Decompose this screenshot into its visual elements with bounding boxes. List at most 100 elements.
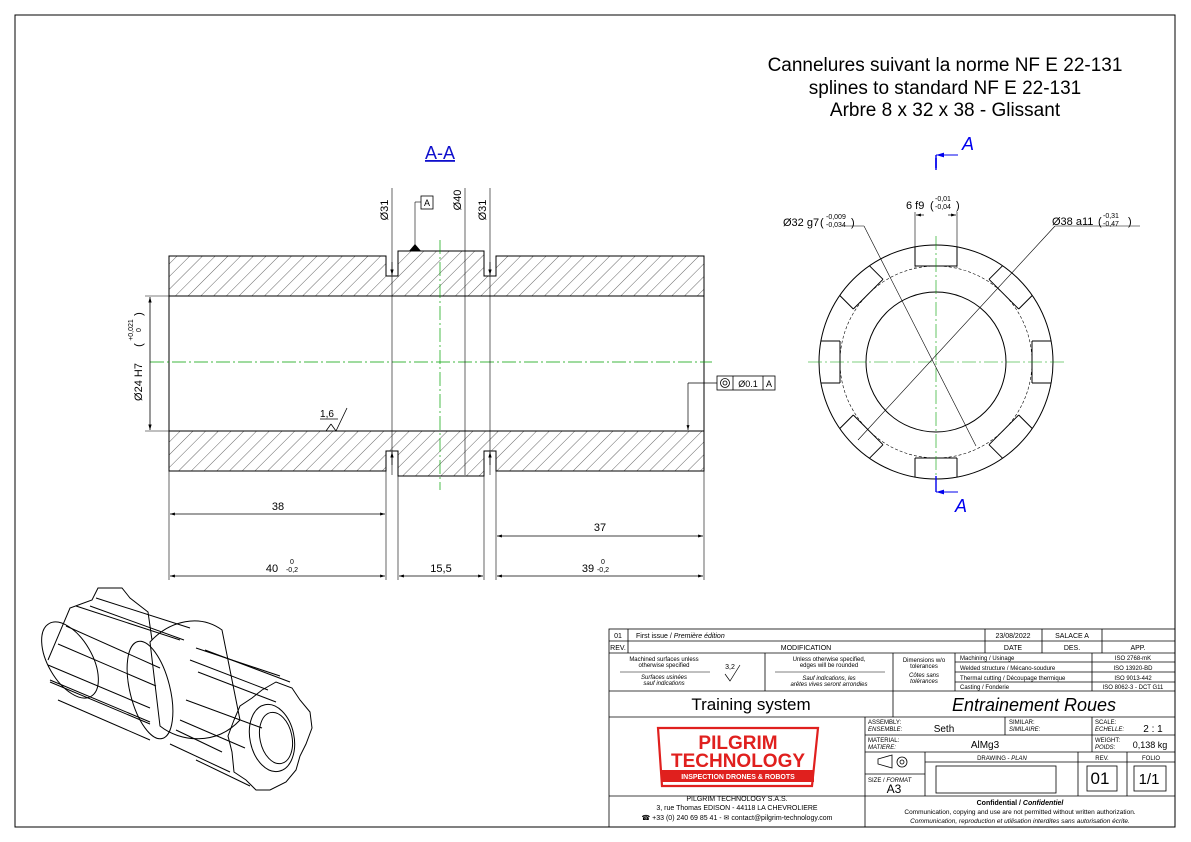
header: Cannelures suivant la norme NF E 22-131 … (768, 55, 1123, 121)
dim-d32-tol-lo: -0,034 (826, 222, 846, 229)
svg-text:☎ +33 (0) 240 69 85 41 - ✉ con: ☎ +33 (0) 240 69 85 41 - ✉ contact@pilgr… (641, 814, 832, 822)
svg-text:): ) (133, 312, 145, 316)
dim-39: 39 (582, 563, 594, 575)
svg-text:Welded structure / Mécano-soud: Welded structure / Mécano-soudure (960, 666, 1056, 672)
drawing-title: Entrainement Roues (952, 695, 1116, 715)
svg-text:Confidential / Confidentiel: Confidential / Confidentiel (977, 800, 1065, 807)
svg-text:ISO 13920-BD: ISO 13920-BD (1113, 666, 1153, 672)
svg-text:ISO 2768-mK: ISO 2768-mK (1115, 656, 1151, 662)
svg-text:PILGRIM TECHNOLOGY S.A.S.: PILGRIM TECHNOLOGY S.A.S. (686, 796, 787, 803)
dim-38: 38 (272, 501, 284, 513)
svg-text:tolerances: tolerances (910, 664, 938, 670)
svg-text:): ) (851, 217, 855, 229)
end-view: A A Ø32 g7 ( ) -0,009 -0,034 6 f9 ( ) -0… (783, 134, 1140, 516)
dim-d38-tol-up: -0,31 (1103, 213, 1119, 220)
svg-text:MATIERE:: MATIERE: (868, 745, 896, 751)
svg-text:01: 01 (1091, 769, 1110, 788)
svg-text:FOLIO: FOLIO (1142, 756, 1160, 762)
dim-6f9: 6 f9 (906, 200, 924, 212)
svg-text:WEIGHT:: WEIGHT: (1095, 738, 1120, 744)
svg-text:): ) (956, 200, 960, 212)
roughness-symbol: 1,6 (320, 407, 348, 432)
svg-text:3, rue Thomas EDISON - 44118 L: 3, rue Thomas EDISON - 44118 LA CHEVROLI… (656, 805, 818, 812)
svg-text:ENSEMBLE:: ENSEMBLE: (868, 727, 903, 733)
svg-text:MODIFICATION: MODIFICATION (781, 645, 831, 652)
dim-40-tol-up: 0 (290, 559, 294, 566)
svg-text:0,138 kg: 0,138 kg (1133, 740, 1168, 750)
title-block: 01 First issue / Première édition 23/08/… (608, 628, 1176, 828)
dim-d38: Ø38 a11 (1052, 216, 1093, 228)
svg-text:Machined surfaces unless: Machined surfaces unless (629, 657, 698, 663)
svg-text:DATE: DATE (1004, 645, 1022, 652)
dim-d38-tol-lo: -0,47 (1103, 221, 1119, 228)
dim-bore-tol-lo: 0 (136, 328, 143, 332)
dim-d32-tol-up: -0,009 (826, 214, 846, 221)
dim-15-5: 15,5 (430, 563, 451, 575)
header-line-1: Cannelures suivant la norme NF E 22-131 (768, 55, 1123, 76)
svg-text:POIDS:: POIDS: (1095, 745, 1116, 751)
datum-box (420, 195, 434, 210)
header-line-3: Arbre 8 x 32 x 38 - Glissant (830, 100, 1061, 121)
svg-text:23/08/2022: 23/08/2022 (995, 633, 1030, 640)
length-dims: 38 37 40 0 -0,2 15,5 39 0 -0,2 (168, 471, 705, 580)
section-title: A-A (425, 143, 455, 163)
svg-text:01: 01 (614, 633, 622, 640)
svg-text:Casting / Fonderie: Casting / Fonderie (960, 685, 1010, 691)
project-name: Training system (691, 695, 810, 714)
svg-text:Machining / Usinage: Machining / Usinage (960, 656, 1015, 662)
gdt-datum: A (766, 379, 772, 389)
svg-text:3,2: 3,2 (725, 664, 735, 671)
svg-text:REV.: REV. (1095, 756, 1109, 762)
svg-text:edges will be rounded: edges will be rounded (800, 663, 858, 669)
svg-text:(: ( (1098, 216, 1102, 228)
dim-bore-tol-up: +0,021 (128, 319, 135, 341)
svg-text:SIMILAR:: SIMILAR: (1009, 720, 1035, 726)
svg-text:1/1: 1/1 (1139, 771, 1160, 788)
svg-text:PILGRIM: PILGRIM (698, 733, 777, 754)
svg-text:Seth: Seth (934, 724, 955, 735)
dim-6f9-tol-up: -0,01 (935, 196, 951, 203)
svg-text:otherwise specified: otherwise specified (638, 663, 689, 669)
dim-39-tol-up: 0 (601, 559, 605, 566)
svg-text:DRAWING - PLAN: DRAWING - PLAN (977, 756, 1027, 762)
gdt-tolerance: Ø0.1 (738, 379, 758, 389)
dim-d40: Ø40 (452, 190, 464, 211)
svg-text:ASSEMBLY:: ASSEMBLY: (868, 720, 902, 726)
svg-text:ISO 8062-3 - DCT G11: ISO 8062-3 - DCT G11 (1103, 685, 1164, 691)
svg-text:TECHNOLOGY: TECHNOLOGY (671, 751, 805, 772)
dim-40: 40 (266, 563, 278, 575)
svg-text:REV.: REV. (610, 645, 626, 652)
svg-text:Surfaces usinées: Surfaces usinées (641, 675, 687, 681)
dim-40-tol-lo: -0,2 (286, 567, 298, 574)
company-logo: PILGRIM TECHNOLOGY INSPECTION DRONES & R… (656, 726, 820, 788)
svg-text:DES.: DES. (1064, 645, 1080, 652)
projection-symbol (877, 754, 908, 769)
svg-text:): ) (1128, 216, 1132, 228)
svg-text:(: ( (133, 343, 145, 347)
svg-text:APP.: APP. (1130, 645, 1145, 652)
lower-wall-hatch (168, 430, 705, 477)
upper-wall-hatch (168, 250, 705, 297)
dim-39-tol-lo: -0,2 (597, 567, 609, 574)
svg-text:SIMILAIRE:: SIMILAIRE: (1009, 727, 1041, 733)
svg-text:MATERIAL:: MATERIAL: (868, 738, 900, 744)
svg-text:SIZE / FORMAT: SIZE / FORMAT (868, 778, 913, 784)
svg-text:SALACE A: SALACE A (1055, 633, 1089, 640)
svg-text:First issue / Première édition: First issue / Première édition (636, 633, 725, 640)
svg-text:Dimensions w/o: Dimensions w/o (903, 658, 946, 664)
svg-text:Communication, reproduction et: Communication, reproduction et utilisati… (910, 818, 1130, 825)
isometric-view (41, 587, 313, 791)
datum-label: A (424, 198, 430, 208)
dim-bore: Ø24 H7 (133, 363, 145, 401)
svg-text:Côtes sans: Côtes sans (909, 673, 939, 679)
svg-text:ISO 9013-442: ISO 9013-442 (1114, 676, 1152, 682)
svg-text:A3: A3 (887, 782, 902, 796)
svg-text:2 : 1: 2 : 1 (1143, 724, 1163, 735)
sheet-frame (14, 14, 1176, 828)
svg-text:AlMg3: AlMg3 (971, 740, 1000, 751)
svg-text:Communication, copying and use: Communication, copying and use are not p… (904, 809, 1135, 816)
svg-text:ECHELLE:: ECHELLE: (1095, 727, 1124, 733)
datum-triangle (409, 244, 421, 251)
dim-37: 37 (594, 522, 606, 534)
